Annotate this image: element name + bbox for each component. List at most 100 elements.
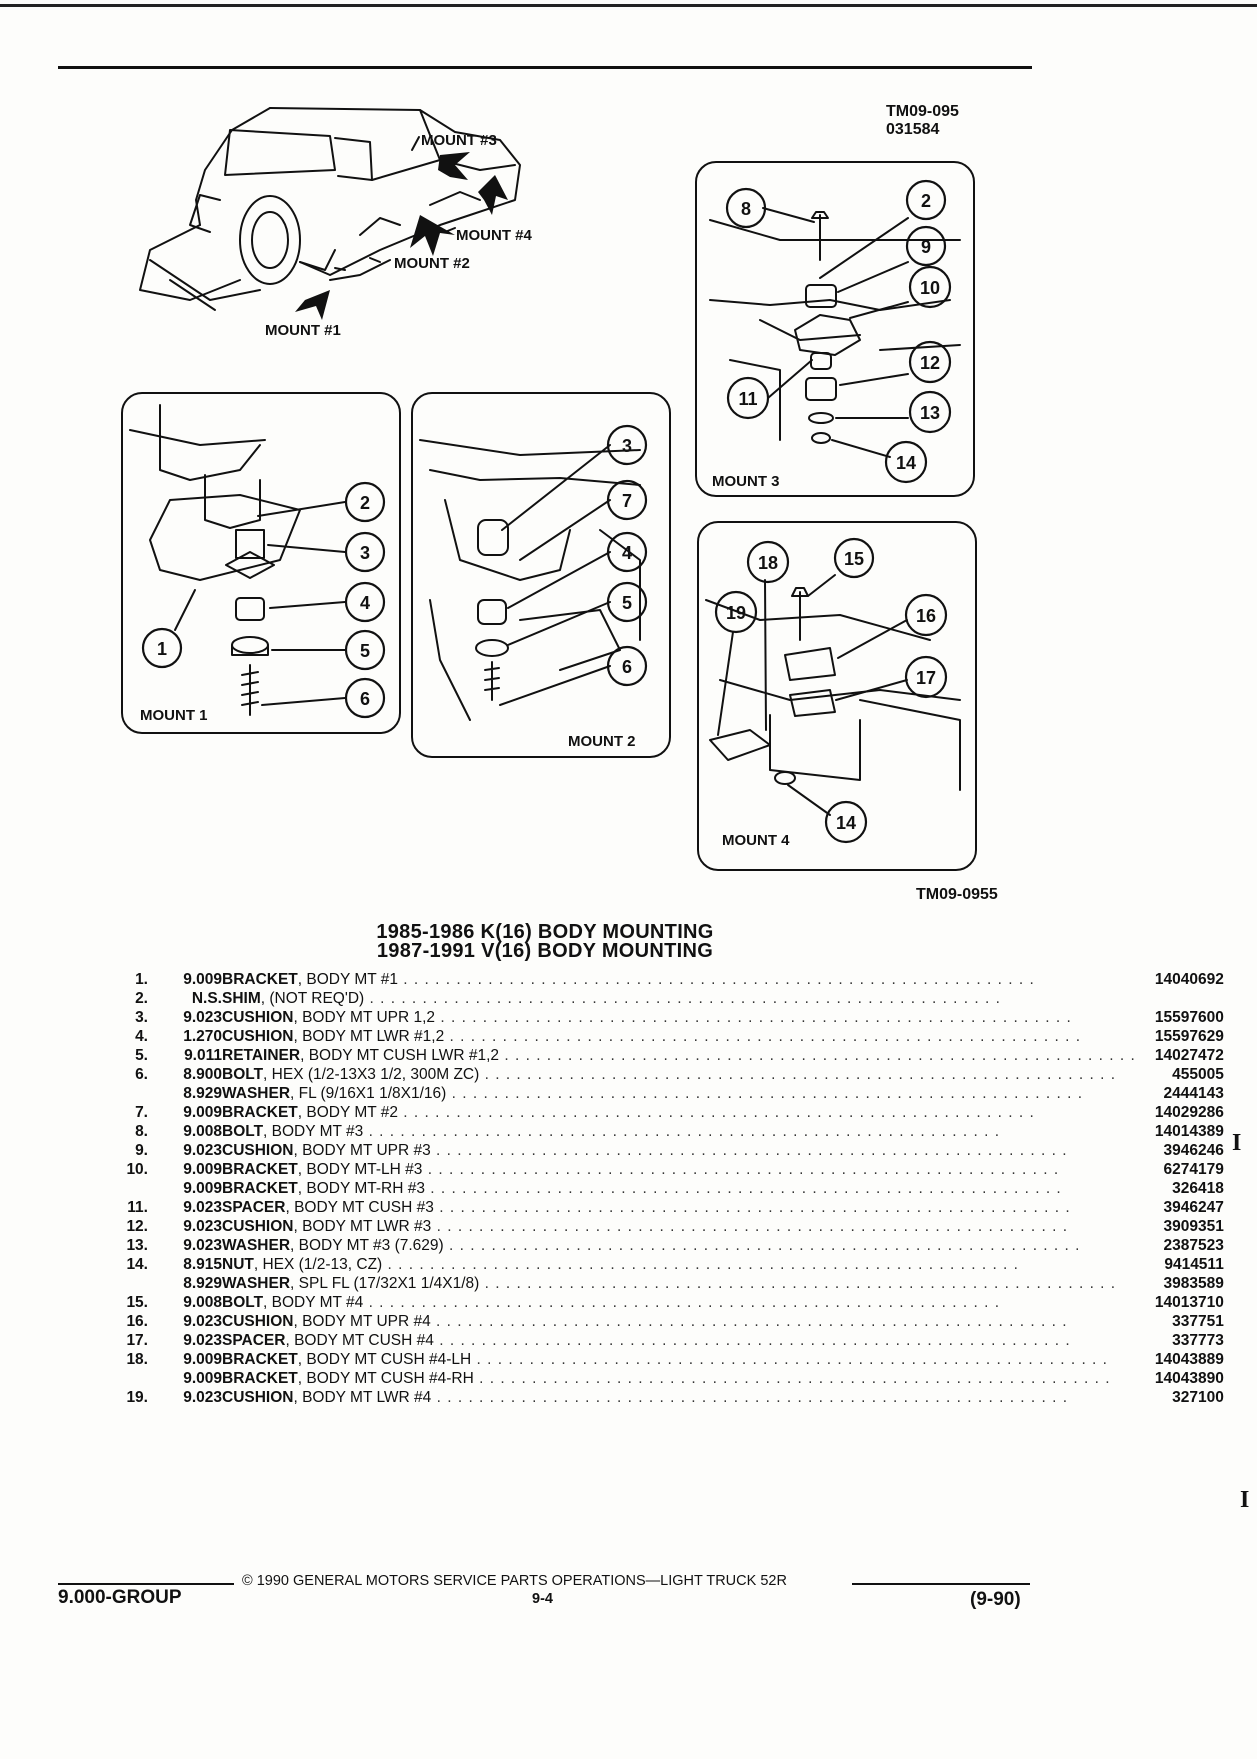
leader-dots: . . . . . . . . . . . . . . . . . . . . … [443,1237,1081,1254]
part-detail: , BODY MT #3 (7.629) [290,1237,444,1254]
mount-2-drawing [419,439,641,721]
leader-dots: . . . . . . . . . . . . . . . . . . . . … [430,1142,1068,1159]
part-index: 13. [126,1237,148,1254]
label-mount-3: MOUNT 3 [712,473,780,490]
part-name: WASHER [222,1237,291,1254]
part-group-number: 8.929 [183,1275,222,1292]
part-name: WASHER [222,1275,291,1292]
part-number: 14040692 [1154,971,1224,988]
part-name: BRACKET [222,1161,298,1178]
part-detail: , FL (9/16X1 1/8X1/16) [290,1085,447,1102]
figure-id-top-sub: 031584 [886,121,940,138]
part-index: 9. [135,1142,148,1159]
part-index [104,1084,148,1103]
part-detail: , BODY MT LWR #3 [293,1218,432,1235]
top-edge-line [0,4,1257,7]
section-title-line-2: 1987-1991 V(16) BODY MOUNTING [376,940,714,962]
mount-2-leaders [499,444,611,706]
part-number: 14013710 [1154,1294,1224,1311]
callout-m1-2: 2 [360,493,370,513]
part-detail: , BODY MT UPR #3 [293,1142,431,1159]
leader-dots: . . . . . . . . . . . . . . . . . . . . … [446,1085,1084,1102]
label-mount-4-arrow: MOUNT #4 [456,227,533,244]
part-group-number: 9.023 [183,1313,222,1330]
callout-m4-19: 19 [726,603,746,623]
part-group-number: 9.023 [183,1142,222,1159]
part-number [1136,989,1224,1008]
part-index: 17. [126,1332,148,1349]
part-number: 14043890 [1154,1370,1224,1387]
part-detail: , BODY MT UPR 1,2 [293,1009,436,1026]
part-description: BRACKET, BODY MT CUSH #4-RH . . . . . . … [222,1369,1136,1388]
leader-dots: . . . . . . . . . . . . . . . . . . . . … [431,1218,1069,1235]
part-name: CUSHION [222,1142,294,1159]
footer-copyright: © 1990 GENERAL MOTORS SERVICE PARTS OPER… [242,1573,787,1589]
leader-dots: . . . . . . . . . . . . . . . . . . . . … [422,1161,1060,1178]
callout-m2-5: 5 [622,593,632,613]
callout-m4-17: 17 [916,668,936,688]
footer-page-number: 9-4 [532,1591,553,1607]
part-detail: , (NOT REQ'D) [260,990,365,1007]
part-index: 18. [126,1351,148,1368]
label-mount-1: MOUNT 1 [140,707,208,724]
part-name: RETAINER [222,1047,301,1064]
part-detail: , BODY MT #4 [263,1294,364,1311]
part-number: 9414511 [1164,1256,1224,1273]
part-detail: , BODY MT CUSH #4-RH [297,1370,474,1387]
parts-row: 2.N.S.SHIM, (NOT REQ'D) . . . . . . . . … [104,989,1224,1008]
callout-m1-5: 5 [360,641,370,661]
part-group-number: 9.008 [183,1123,222,1140]
part-group-number: 9.023 [183,1332,222,1349]
callout-m4-14: 14 [836,813,856,833]
part-index: 3. [135,1009,148,1026]
part-name: BRACKET [222,1370,298,1387]
part-group-number: 9.009 [183,1161,222,1178]
part-detail: , BODY MT UPR #4 [293,1313,431,1330]
part-index: 8. [135,1123,148,1140]
part-index: 5. [135,1047,148,1064]
leader-dots: . . . . . . . . . . . . . . . . . . . . … [363,1294,1001,1311]
section-title-line-1: 1985-1986 K(16) BODY MOUNTING [376,921,714,943]
part-number: 3909351 [1163,1218,1224,1235]
mount-4-drawing [705,587,961,791]
part-description: BRACKET, BODY MT-LH #3 . . . . . . . . .… [222,1160,1136,1179]
part-description: WASHER, BODY MT #3 (7.629) . . . . . . .… [222,1236,1136,1255]
callout-m4-16: 16 [916,606,936,626]
part-detail: , BODY MT #1 [297,971,398,988]
part-description: SHIM, (NOT REQ'D) . . . . . . . . . . . … [222,989,1136,1008]
mount-4-leaders [717,574,908,816]
part-number: 15597629 [1154,1028,1224,1045]
part-name: WASHER [222,1085,291,1102]
part-detail: , BODY MT CUSH #4 [285,1332,434,1349]
part-index: 11. [127,1199,148,1216]
part-description: BOLT, BODY MT #3 . . . . . . . . . . . .… [222,1122,1136,1141]
part-description: SPACER, BODY MT CUSH #4 . . . . . . . . … [222,1331,1136,1350]
part-name: CUSHION [222,1009,294,1026]
part-detail: , BODY MT LWR #4 [293,1389,432,1406]
part-group-number: 8.900 [183,1066,222,1083]
part-number: 14014389 [1154,1123,1224,1140]
part-index: 1. [135,971,148,988]
leader-dots: . . . . . . . . . . . . . . . . . . . . … [398,1104,1035,1121]
part-index: 6. [135,1066,148,1083]
mount-3-arrow [438,152,470,180]
part-group-number: 8.915 [183,1256,222,1273]
part-description: SPACER, BODY MT CUSH #3 . . . . . . . . … [222,1198,1136,1217]
part-description: BOLT, BODY MT #4 . . . . . . . . . . . .… [222,1293,1136,1312]
leader-dots: . . . . . . . . . . . . . . . . . . . . … [473,1370,1111,1387]
callout-m2-4: 4 [622,543,632,563]
part-description: BRACKET, BODY MT #1 . . . . . . . . . . … [222,970,1136,989]
part-index: 10. [126,1161,148,1178]
callout-m3-10: 10 [920,278,940,298]
footer-rule-left [58,1583,234,1585]
